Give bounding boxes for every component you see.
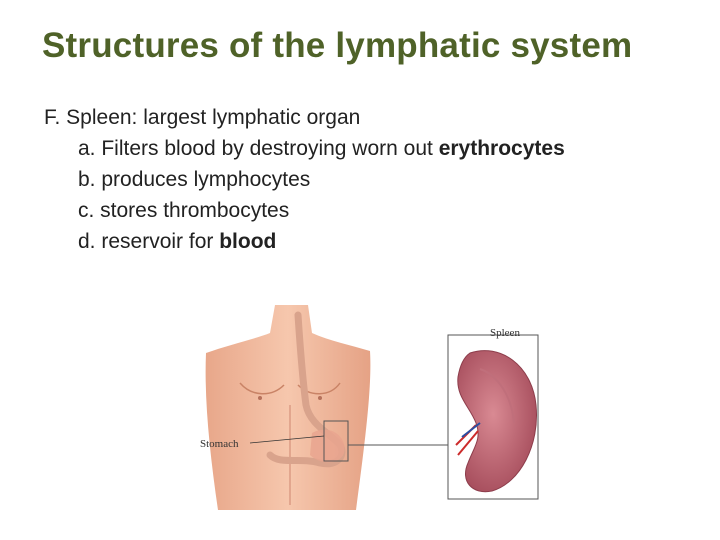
spleen-label: Spleen <box>490 327 520 339</box>
anatomy-illustration: Stomach Spleen <box>180 305 540 515</box>
spleen-location-box <box>323 420 349 462</box>
bullet-list: F. Spleen: largest lymphatic organ a. Fi… <box>44 102 565 257</box>
stomach-organ <box>266 311 346 468</box>
list-item: d. reservoir for blood <box>44 226 565 257</box>
main-point: F. Spleen: largest lymphatic organ <box>44 106 361 129</box>
stomach-leader-line <box>249 435 325 444</box>
item-text: b. produces lymphocytes <box>78 168 311 191</box>
spleen-diagram: Stomach Spleen <box>200 305 539 510</box>
torso-figure <box>205 305 371 510</box>
list-item: b. produces lymphocytes <box>44 164 565 195</box>
item-text: d. reservoir for <box>78 230 220 253</box>
item-emphasis: erythrocytes <box>438 137 565 160</box>
spleen-organ <box>455 350 538 493</box>
item-emphasis: blood <box>219 230 277 253</box>
item-text: c. stores thrombocytes <box>78 199 290 222</box>
list-item: c. stores thrombocytes <box>44 195 565 226</box>
stomach-label: Stomach <box>200 438 239 450</box>
slide-title: Structures of the lymphatic system <box>42 26 633 65</box>
item-text: a. Filters blood by destroying worn out <box>78 137 439 160</box>
list-item: a. Filters blood by destroying worn out … <box>44 133 565 164</box>
